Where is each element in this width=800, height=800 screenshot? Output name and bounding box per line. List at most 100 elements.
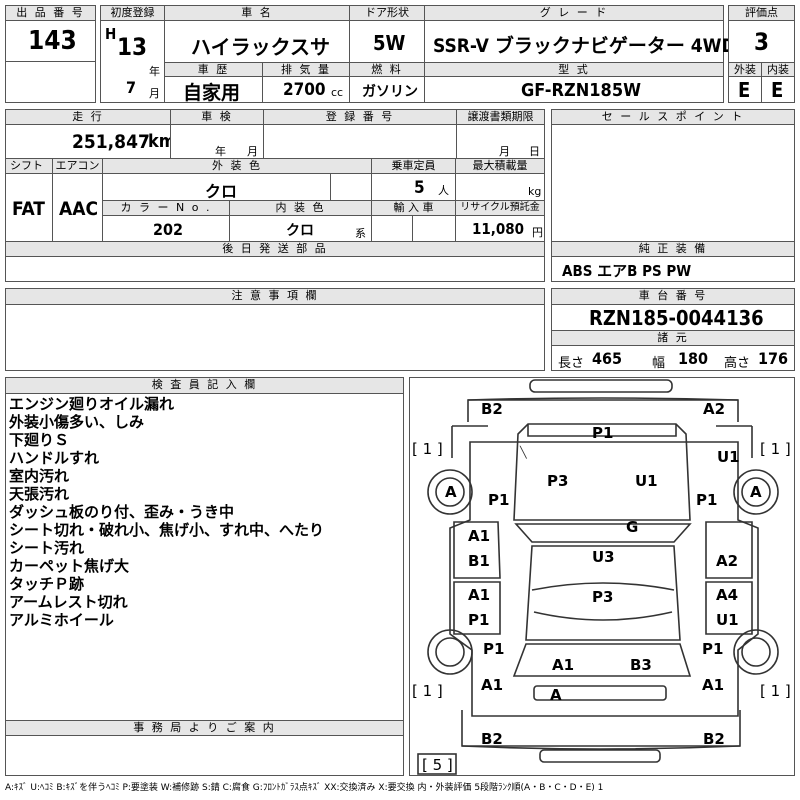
color-number-header: カ ラ ー N o . [102,200,230,216]
equipment-header: 純 正 装 備 [551,241,795,257]
grade-cell: SSR-V ブラックナビゲーター 4WD [424,20,736,63]
exterior-color-cell: クロ [102,173,331,201]
length: 465 [592,349,623,368]
displacement-header: 排 気 量 [262,62,350,77]
recycle-deposit: 11,080 [472,220,525,238]
mileage: 251,847 [72,131,150,153]
diag-u3: U3 [592,548,615,566]
later-parts-header: 後 日 発 送 部 品 [5,241,545,257]
length-label: 長さ [558,356,585,371]
diag-u1-right: U1 [717,448,740,466]
inspector-note: シート汚れ [9,539,85,557]
diag-a2-top-right: A2 [703,400,726,418]
inspection-header: 車 検 [170,109,264,125]
aircon-header: エアコン [52,158,103,174]
diag-a1-bottom-left: A1 [481,676,504,694]
import-header: 輸 入 車 [371,200,456,216]
diag-g-glass: G [626,518,639,536]
inspector-note: ダッシュ板のり付、歪み・うき中 [9,503,235,521]
inspector-note: 天張汚れ [9,485,70,503]
mileage-unit: km [148,131,176,152]
history: 自家用 [183,82,241,104]
shift: FAT [12,198,45,220]
capacity-cell: 5 人 [371,173,456,201]
diag-a2-right: A2 [716,552,739,570]
diag-p1-left: P1 [468,611,490,629]
interior-color-unit: 系 [355,227,366,240]
legend: A:ｷｽﾞ U:ﾍｺﾐ B:ｷｽﾞを伴うﾍｺﾐ P:要塗装 W:補修跡 S:錆 … [5,783,604,793]
first-registration-cell: H 13 年 7 月 [100,20,165,103]
chassis-header: 車 台 番 号 [551,288,795,305]
inspector-note: 室内汚れ [9,467,70,485]
later-parts-cell [5,256,545,282]
recycle-deposit-header: リサイクル預託金 [455,200,545,216]
interior-grade: E [771,78,784,102]
reg-month: 7 [126,78,137,97]
inspection-year-unit: 年 [215,145,226,158]
diag-a1-left-2: A1 [468,586,491,604]
chassis-cell: RZN185-0044136 [551,304,795,331]
equipment: ABS エアB PS PW [562,262,692,280]
first-registration-header: 初度登録 [100,5,165,21]
inspector-note: アルミホイール [9,611,114,629]
sales-points-header: セ ー ル ス ポ イ ン ト [551,109,795,125]
exterior-grade-header: 外装 [728,62,762,77]
chassis-number: RZN185-0044136 [589,306,764,330]
car-name-header: 車 名 [164,5,350,21]
max-load-unit: kg [528,185,542,198]
lot-number-cell: 143 [5,20,96,62]
height: 176 [758,349,789,368]
transfer-deadline-header: 譲渡書類期限 [456,109,545,125]
interior-grade-header: 内装 [761,62,795,77]
import-cell-b [412,215,456,242]
door-type: 5W [373,31,406,55]
inspector-note: カーペット焦げ大 [9,557,130,575]
car-diagram: ╲ [417,379,779,775]
diag-b2-top-left: B2 [481,400,503,418]
score-header: 評価点 [728,5,795,21]
capacity-unit: 人 [438,184,449,197]
color-number: 202 [153,220,184,239]
recycle-unit: 円 [532,226,543,239]
exterior-color-extra-cell [330,173,372,201]
shift-header: シフト [5,158,53,174]
door-header: ドア形状 [349,5,425,21]
exterior-grade: E [738,78,751,102]
diag-bracket-top-right: [ 1 ] [760,440,791,458]
diag-p3-hood: P3 [547,472,569,490]
diag-bracket-bottom-right: [ 1 ] [760,682,791,700]
exterior-color: クロ [205,182,238,201]
reg-year: 13 [117,33,148,61]
inspector-note: エンジン廻りオイル漏れ [9,395,175,413]
diag-b1-left: B1 [468,552,490,570]
spec-cell: 長さ 465 幅 180 高さ 176 [551,345,795,371]
history-cell: 自家用 [164,76,263,104]
diag-bracket-bottom-left: [ 1 ] [412,682,443,700]
fuel-cell: ガソリン [349,76,425,103]
height-label: 高さ [724,356,751,371]
svg-text:╲: ╲ [519,445,528,459]
caution-header: 注 意 事 項 欄 [5,288,545,305]
diag-p1-rear-left: P1 [483,640,505,658]
inspector-note: シート切れ・破れ小、焦げ小、すれ中、へたり [9,521,325,539]
interior-color-header: 内 装 色 [229,200,372,216]
diag-u1-hood: U1 [635,472,658,490]
fuel-header: 燃 料 [349,62,425,77]
transfer-deadline-cell: 月 日 [456,124,545,159]
sales-points-cell [551,124,795,242]
registration-number-header: 登 録 番 号 [263,109,457,125]
diag-b2-bottom-right: B2 [703,730,725,748]
displacement: 2700 [283,80,326,100]
inspection-month-unit: 月 [247,145,258,158]
model-code: GF-RZN185W [521,80,641,101]
diag-p1-front-right: P1 [696,491,718,509]
diag-a1-rear: A1 [552,656,575,674]
model-header: 型 式 [424,62,724,77]
diag-p1-rear-right: P1 [702,640,724,658]
score: 3 [754,28,770,56]
month-unit: 月 [149,87,160,100]
diag-a-wheel-left: A [445,483,457,501]
year-unit: 年 [149,65,160,78]
